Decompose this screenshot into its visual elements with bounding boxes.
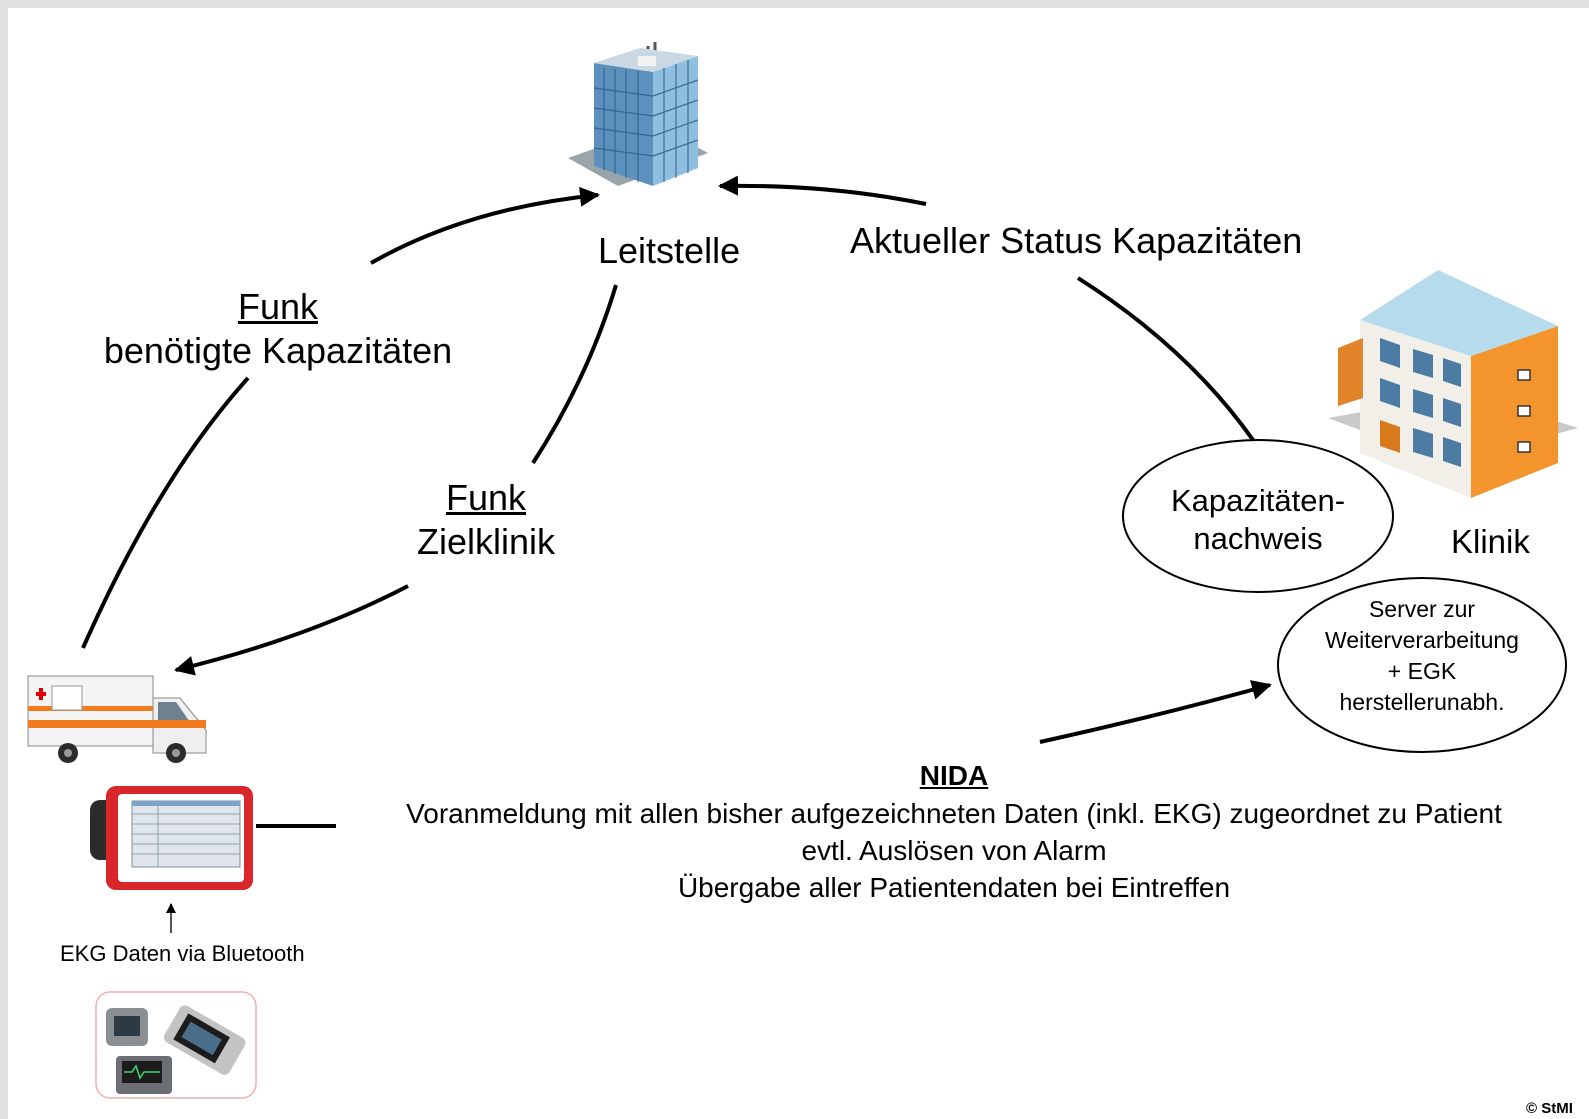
diagram-canvas: Leitstelle Aktueller Status Kapazitäten … xyxy=(8,8,1589,1119)
server-line: herstellerunabh. xyxy=(1339,689,1505,715)
server-line: Server zur xyxy=(1368,596,1476,622)
copyright-label: © StMI xyxy=(1526,1100,1573,1117)
nida-line: evtl. Auslösen von Alarm xyxy=(801,835,1107,866)
server-ellipse xyxy=(1277,577,1567,753)
nida-line: Übergabe aller Patientendaten bei Eintre… xyxy=(677,872,1231,903)
ecg-devices-icon xyxy=(95,991,257,1099)
kapazitaeten-line2: nachweis xyxy=(1193,521,1323,556)
funk-subtitle: Zielklinik xyxy=(416,521,556,562)
kapazitaeten-ellipse xyxy=(1122,439,1394,593)
line-ambulance-to-funk xyxy=(81,376,250,649)
arrow-funk-to-leitstelle xyxy=(370,186,600,265)
arrow-zielklinik-to-ambulance xyxy=(174,584,409,676)
ekg-caption: EKG Daten via Bluetooth xyxy=(60,941,305,966)
tablet-device-icon xyxy=(90,786,253,890)
arrow-nida-to-server xyxy=(1039,680,1272,744)
nida-block: NIDA Voranmeldung mit allen bisher aufge… xyxy=(338,757,1570,906)
diagram-graphics xyxy=(27,42,1578,1099)
kapazitaetennachweis-label: Kapazitäten- nachweis xyxy=(1148,482,1368,558)
funk-kapazitaeten-label: Funk benötigte Kapazitäten xyxy=(78,286,478,372)
line-leitstelle-to-zielklinik xyxy=(531,284,618,465)
server-line: Weiterverarbeitung xyxy=(1325,627,1519,653)
hospital-building-icon xyxy=(1328,270,1578,498)
arrow-status-to-leitstelle xyxy=(718,175,927,206)
funk-subtitle: benötigte Kapazitäten xyxy=(103,330,453,371)
ambulance-icon xyxy=(27,675,207,763)
funk-title: Funk xyxy=(445,477,527,518)
leitstelle-label: Leitstelle xyxy=(598,230,741,271)
server-label: Server zur Weiterverarbeitung + EGK hers… xyxy=(1302,594,1542,718)
office-building-icon xyxy=(568,42,708,186)
funk-zielklinik-label: Funk Zielklinik xyxy=(386,477,586,563)
nida-line: Voranmeldung mit allen bisher aufgezeich… xyxy=(406,798,1502,829)
klinik-label: Klinik xyxy=(1451,523,1530,560)
funk-title: Funk xyxy=(237,286,319,327)
status-kapazitaeten-label: Aktueller Status Kapazitäten xyxy=(850,220,1303,261)
nida-title: NIDA xyxy=(919,760,989,791)
server-line: + EGK xyxy=(1387,658,1457,684)
line-klinik-to-status xyxy=(1076,276,1255,442)
kapazitaeten-line1: Kapazitäten- xyxy=(1170,483,1346,518)
